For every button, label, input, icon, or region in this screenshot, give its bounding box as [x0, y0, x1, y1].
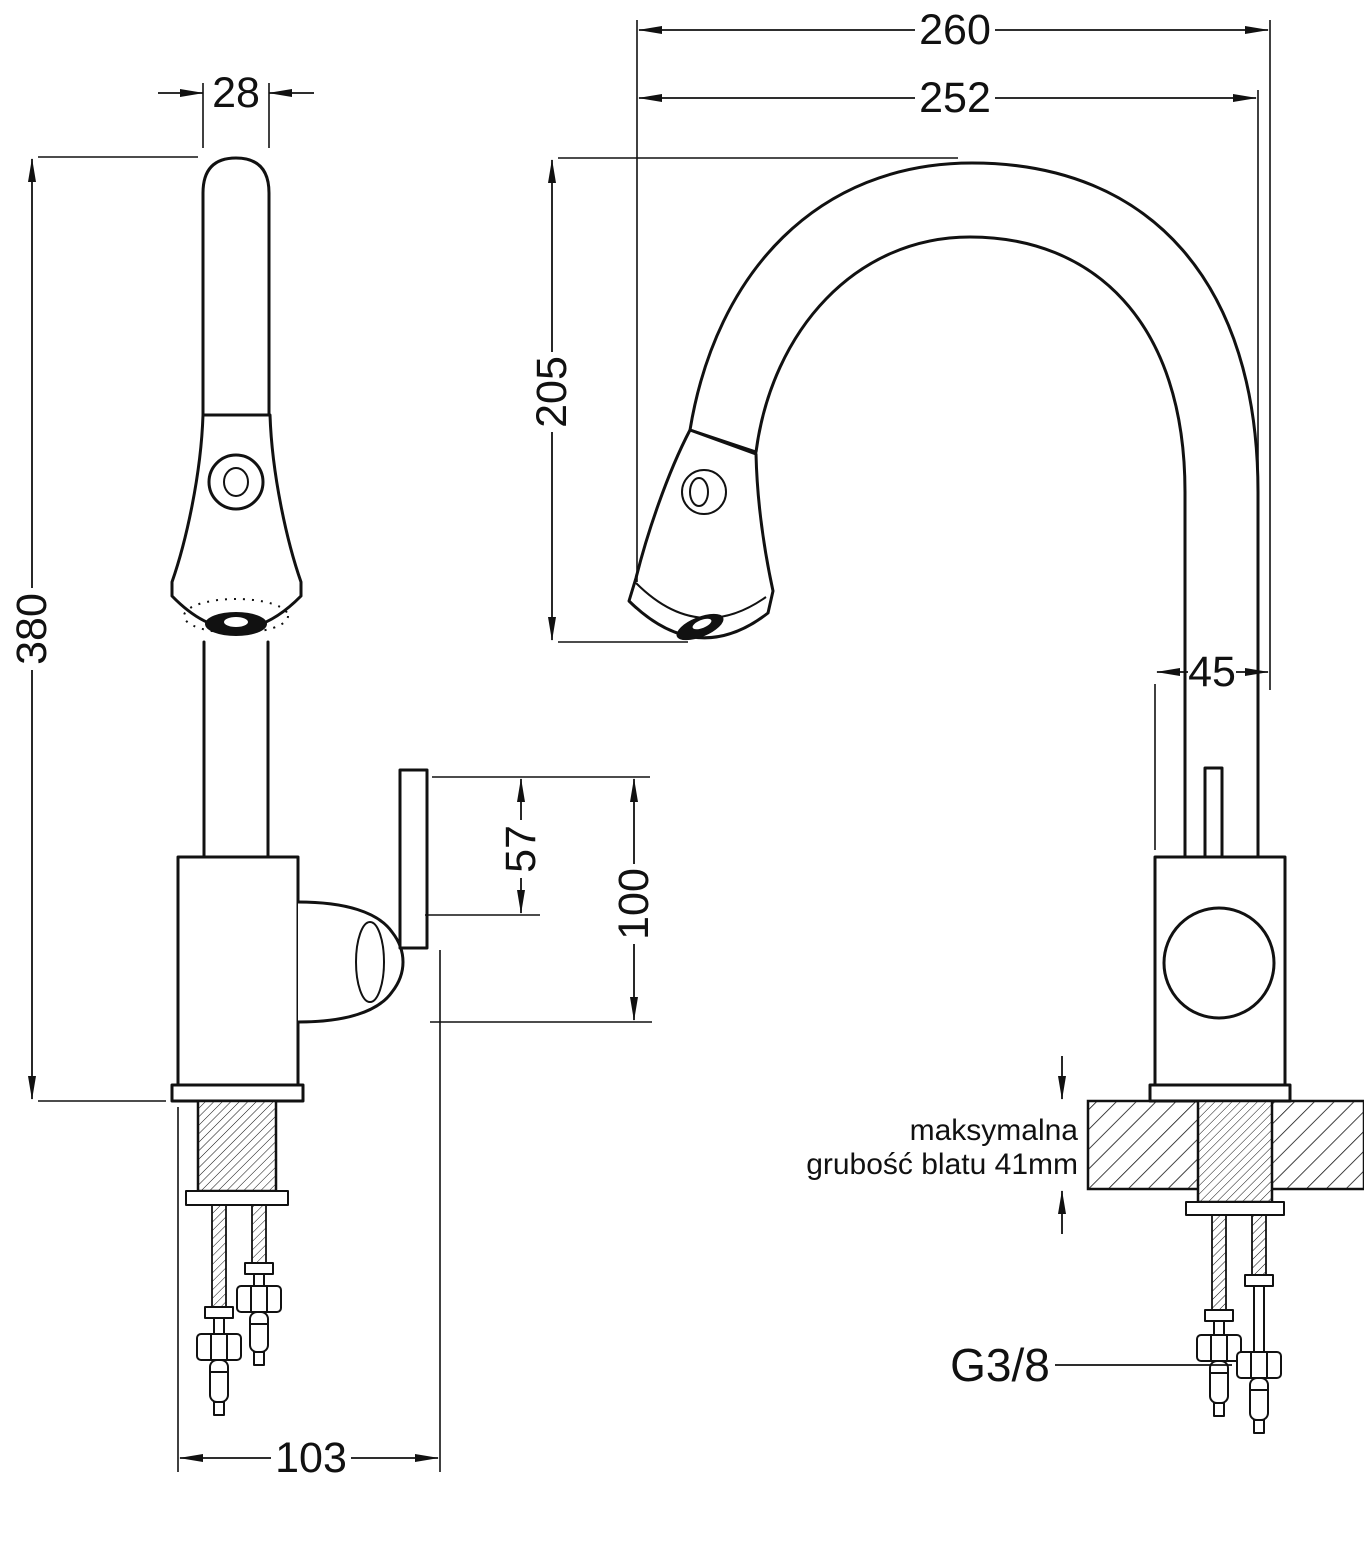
- stud-washer: [1244, 1274, 1274, 1287]
- side-mounting-stud-left: [1196, 1214, 1242, 1417]
- dim-label-spout-width: 28: [212, 69, 260, 117]
- front-lock-washer: [185, 1190, 289, 1206]
- front-spray-button-icon: [207, 453, 265, 511]
- stud-neck: [253, 1273, 265, 1287]
- front-base-flange: [170, 1083, 305, 1103]
- side-handle-knob: [1162, 906, 1276, 1020]
- stud-rod: [251, 1204, 267, 1264]
- front-mounting-stud-right: [236, 1204, 282, 1366]
- stud-neck: [1213, 1320, 1225, 1336]
- dim-label-spout-height: 205: [528, 356, 576, 428]
- front-view: [170, 156, 429, 1416]
- dim-label-body-width: 45: [1188, 648, 1236, 696]
- hex-nut: [236, 1285, 282, 1313]
- side-mounting-stud-right: [1236, 1214, 1282, 1434]
- stud-washer: [204, 1306, 234, 1319]
- front-spout-pipe: [201, 156, 271, 422]
- side-threaded-shank: [1196, 1099, 1274, 1204]
- thread-size-label: G3/8: [950, 1339, 1050, 1391]
- dim-label-spout-reach: 252: [919, 74, 991, 122]
- side-view-dimensions: 260 252 205 45 maksymalna grubość blatu …: [528, 6, 1271, 1391]
- hex-nut: [1236, 1351, 1282, 1379]
- stud-neck: [1253, 1285, 1265, 1353]
- front-spray-button-inner: [223, 467, 249, 497]
- stud-rod: [1251, 1214, 1267, 1276]
- stud-washer: [1204, 1309, 1234, 1322]
- side-spray-button-inner: [689, 477, 709, 507]
- front-view-dimensions: 28 380 57 100 103: [8, 69, 658, 1482]
- supply-hose: [1249, 1377, 1269, 1421]
- dim-label-handle-total: 100: [610, 868, 658, 940]
- front-mounting-stud-left: [196, 1204, 242, 1416]
- stud-neck: [213, 1317, 225, 1335]
- front-handle-lever: [398, 768, 429, 950]
- front-handle-joint-detail: [355, 921, 385, 1003]
- hose-tip: [1213, 1402, 1225, 1417]
- side-aerator-center: [692, 618, 712, 630]
- dim-label-base-span: 103: [275, 1434, 347, 1482]
- counter-note-line1: maksymalna: [910, 1114, 1079, 1147]
- supply-hose: [1209, 1360, 1229, 1404]
- stud-washer: [244, 1262, 274, 1275]
- front-spray-head: [170, 413, 303, 631]
- hex-nut: [196, 1333, 242, 1361]
- front-aerator-center: [224, 617, 248, 627]
- dim-label-handle-upper: 57: [497, 825, 545, 873]
- side-lock-washer: [1185, 1201, 1285, 1216]
- dim-label-total-height: 380: [8, 593, 56, 665]
- side-spray-button-icon: [681, 469, 727, 515]
- front-handle-joint: [296, 900, 405, 1024]
- counter-note-line2: grubość blatu 41mm: [806, 1148, 1078, 1181]
- hose-tip: [1253, 1419, 1265, 1434]
- supply-hose: [249, 1311, 269, 1353]
- front-body: [176, 855, 300, 1087]
- hose-tip: [253, 1351, 265, 1366]
- supply-hose: [209, 1359, 229, 1403]
- front-threaded-shank: [196, 1099, 278, 1193]
- side-view: [627, 161, 1364, 1434]
- stud-rod: [1211, 1214, 1227, 1311]
- dim-label-overall-width: 260: [919, 6, 991, 54]
- hose-tip: [213, 1401, 225, 1416]
- stud-rod: [211, 1204, 227, 1308]
- hex-nut: [1196, 1334, 1242, 1362]
- front-aerator-ring: [183, 598, 289, 634]
- side-base-flange: [1148, 1083, 1292, 1103]
- side-gooseneck-spout: [688, 161, 1260, 859]
- side-handle-lever: [1203, 766, 1224, 859]
